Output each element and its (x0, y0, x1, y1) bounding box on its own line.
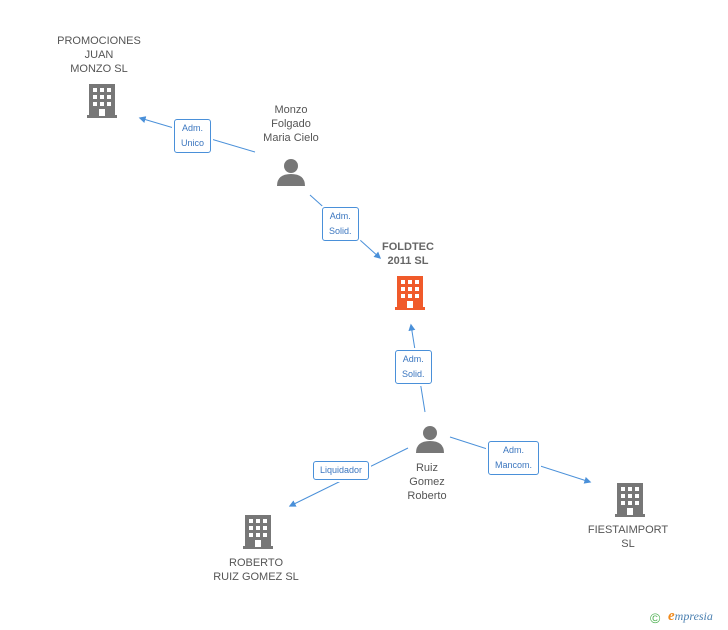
edge-label-liquidador[interactable]: Liquidador (313, 461, 370, 480)
edge-label-adm-solid-monzo[interactable]: Adm. Solid. (322, 207, 359, 241)
brand-initial: e (668, 608, 675, 624)
node-label-ruiz[interactable]: Ruiz Gomez Roberto (407, 462, 447, 502)
edge-label-adm-unico[interactable]: Adm. Unico (174, 119, 212, 153)
building-icon-main[interactable] (395, 276, 425, 310)
building-icon[interactable] (87, 84, 117, 118)
edge-label-adm-mancom[interactable]: Adm. Mancom. (488, 441, 540, 475)
edge-label-adm-solid-ruiz[interactable]: Adm. Solid. (395, 350, 432, 384)
brand-name: mpresia (674, 609, 713, 623)
brand-logo[interactable]: empresia (668, 608, 713, 625)
copyright-icon: © (650, 610, 661, 626)
building-icon[interactable] (243, 515, 273, 549)
node-label-roberto-sl[interactable]: ROBERTO RUIZ GOMEZ SL (213, 557, 299, 583)
person-icon[interactable] (277, 159, 305, 186)
node-label-promociones[interactable]: PROMOCIONES JUAN MONZO SL (57, 35, 141, 75)
node-label-foldtec[interactable]: FOLDTEC 2011 SL (382, 241, 434, 267)
node-label-monzo[interactable]: Monzo Folgado Maria Cielo (263, 104, 319, 144)
node-label-fiestaimport[interactable]: FIESTAIMPORT SL (587, 524, 669, 550)
person-icon[interactable] (416, 426, 444, 453)
building-icon[interactable] (615, 483, 645, 517)
